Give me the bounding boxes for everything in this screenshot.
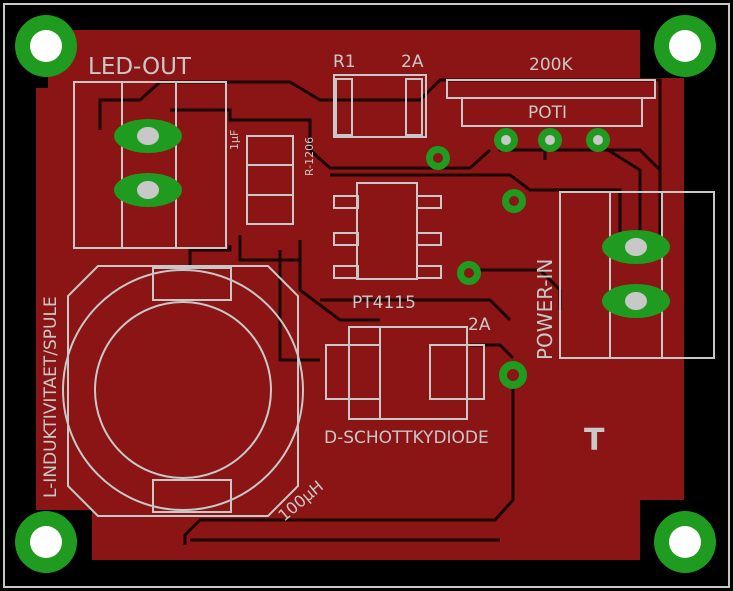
power-in-connector-outline <box>559 191 715 359</box>
mounting-hole-bl <box>15 511 77 573</box>
diode-outline <box>348 326 468 420</box>
copper-pour <box>36 30 684 560</box>
label-r1-rating: 2A <box>401 52 424 72</box>
pad-pot-1 <box>494 128 518 152</box>
ic-outline <box>356 182 418 280</box>
mounting-hole-br <box>654 511 716 573</box>
r1-outline <box>333 74 427 138</box>
label-pot-value: 200K <box>529 55 573 75</box>
via-3 <box>457 261 481 285</box>
led-out-connector-outline <box>73 81 227 249</box>
label-cap-package: R-1206 <box>303 137 316 176</box>
pad-led-out-2 <box>114 173 182 207</box>
label-marker: T <box>584 423 605 458</box>
label-power-in: POWER-IN <box>533 259 557 360</box>
pot-outline-body <box>461 97 643 127</box>
capacitor-outline <box>246 135 294 225</box>
via-2 <box>502 189 526 213</box>
pad-power-in-2 <box>602 284 670 318</box>
label-diode-rating: 2A <box>468 315 491 335</box>
mounting-hole-tr <box>654 15 716 77</box>
pad-power-in-1 <box>602 230 670 264</box>
pad-pot-2 <box>538 128 562 152</box>
pad-led-out-1 <box>114 119 182 153</box>
via-4 <box>499 361 527 389</box>
label-diode: D-SCHOTTKYDIODE <box>324 428 489 448</box>
mounting-hole-tl <box>15 15 77 77</box>
board-outline <box>3 3 730 588</box>
label-ic: PT4115 <box>352 293 416 313</box>
label-led-out: LED-OUT <box>88 54 192 80</box>
pad-pot-3 <box>586 128 610 152</box>
via-1 <box>426 146 450 170</box>
label-inductor: L-INDUKTIVITAET/SPULE <box>41 296 61 498</box>
label-poti: POTI <box>528 103 567 123</box>
label-r1: R1 <box>333 52 356 72</box>
label-cap-value: 1µF <box>228 130 241 150</box>
